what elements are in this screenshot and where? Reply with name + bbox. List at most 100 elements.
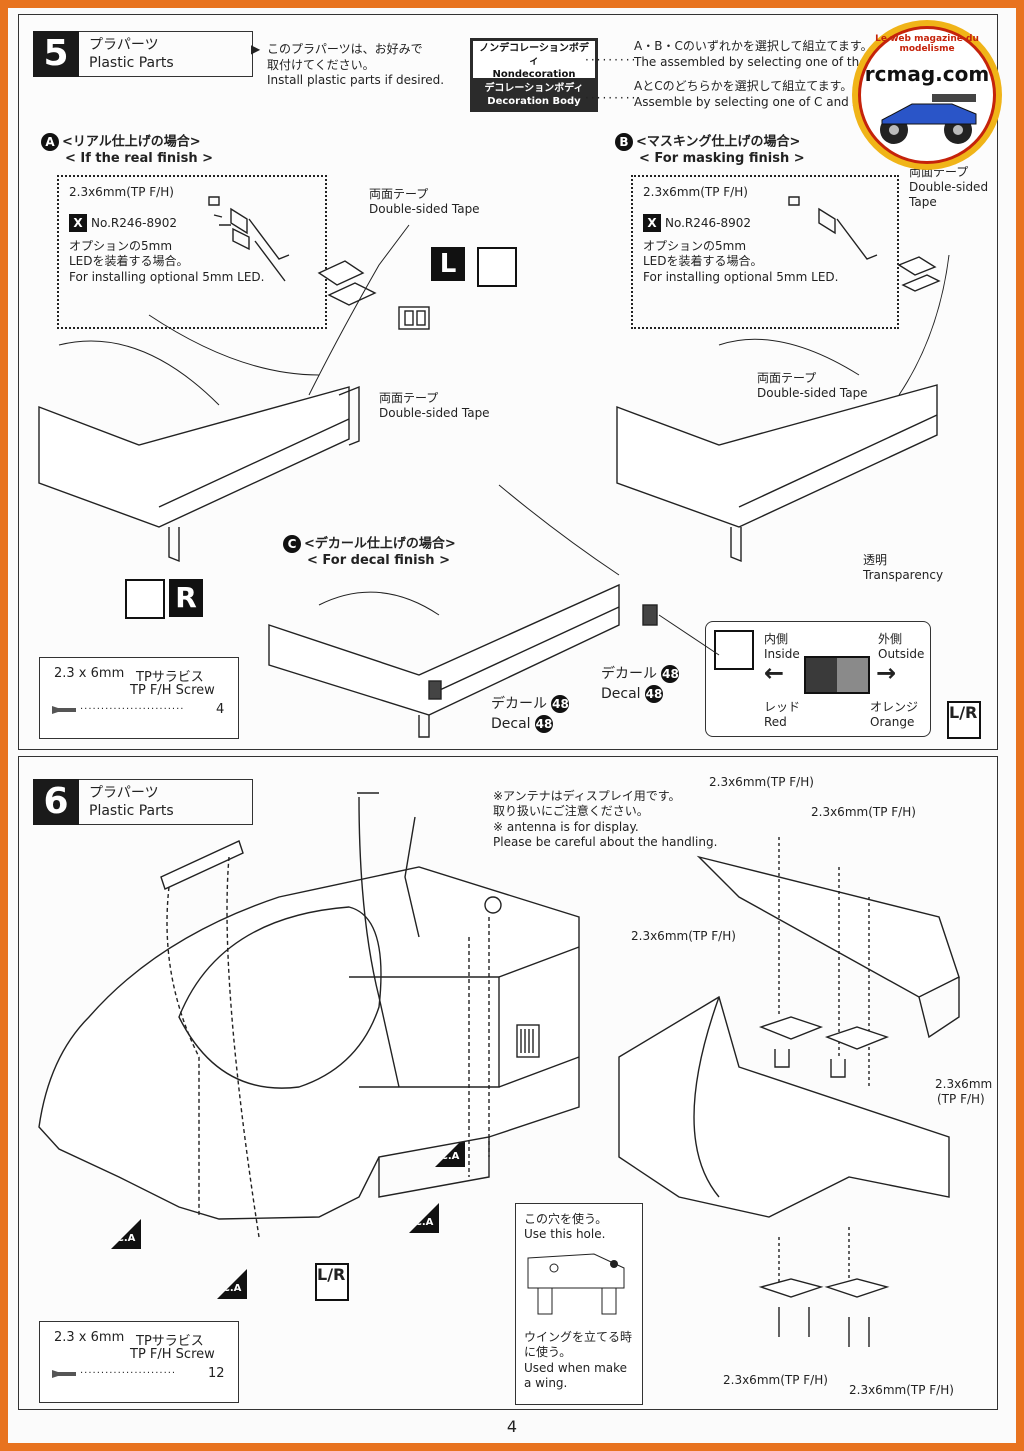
hole-jp: この穴を使う。 <box>524 1212 608 1226</box>
note-arrow-icon: ▶ <box>251 42 261 56</box>
side-r-icon: R <box>169 579 203 617</box>
option-a-led-jp-1: オプションの5mm <box>69 239 173 253</box>
dotted-leader-2: ········· <box>585 91 638 105</box>
option-b-title: B<マスキング仕上げの場合> <box>615 133 800 151</box>
nondeco-tag-jp: ノンデコレーションボディ <box>479 43 589 67</box>
decal-color-legend: 内側 Inside 外側 Outside ← → レッド Red オレンジ Or… <box>705 621 931 737</box>
wing-en-2: a wing. <box>524 1376 568 1390</box>
hole-detail-drawing <box>527 1253 625 1315</box>
arrows-in-icon <box>477 247 517 287</box>
option-a-led-en: For installing optional 5mm LED. <box>69 270 265 284</box>
note-jp-1: このプラパーツは、お好みで <box>267 42 423 56</box>
step-title-jp: プラパーツ <box>89 785 159 801</box>
arrows-in-icon-2 <box>125 579 165 619</box>
screw-name-jp: TPサラビス <box>136 1334 204 1349</box>
deco-tag-jp: デコレーションボディ <box>484 83 584 94</box>
option-b-part: X No.R246-8902 <box>643 214 751 232</box>
side-l-icon: L <box>431 247 465 281</box>
wing-jp-2: に使う。 <box>524 1345 572 1359</box>
option-b-tape-en-1: Double-sided <box>909 180 989 194</box>
decal2-en: Decal <box>491 716 531 732</box>
option-a-tape-en: Double-sided Tape <box>369 202 480 216</box>
option-c-letter: C <box>283 535 301 553</box>
screw-qty: 4 <box>216 702 225 717</box>
step-5-panel: 5 プラパーツ Plastic Parts ▶ このプラパーツは、お好みで 取付… <box>18 14 998 750</box>
option-c-decal-en-2: Decal 48 <box>491 715 556 733</box>
decal-number-badge: 48 <box>551 695 570 713</box>
dotted-leader: ········· <box>585 53 638 67</box>
page-number: 4 <box>506 1417 518 1436</box>
deco-tag: デコレーションボディ Decoration Body <box>470 78 598 112</box>
screw-count-box: 2.3 x 6mm TPサラビス TP F/H Screw ··········… <box>39 657 239 739</box>
option-b-tape2-en: Double-sided Tape <box>757 386 868 400</box>
legend-red-jp: レッド <box>764 700 801 714</box>
deco-tag-en: Decoration Body <box>487 96 581 107</box>
option-b-transp-en: Transparency <box>863 568 944 582</box>
screw-size: 2.3 x 6mm <box>54 666 125 681</box>
logo-tagline: Le web magazine du modelisme <box>875 34 979 54</box>
antenna-note-en-2: Please be careful about the handling. <box>493 835 718 849</box>
option-b-title-en: < For masking finish > <box>639 151 805 166</box>
antenna-note-jp-1: ※アンテナはディスプレイ用です。 <box>493 789 681 803</box>
wing-hole-callout: この穴を使う。 Use this hole. ウイングを立てる時 に使う。 Us… <box>515 1203 643 1405</box>
option-b-led-jp-1: オプションの5mm <box>643 239 747 253</box>
antenna-note-en-1: ※ antenna is for display. <box>493 820 639 834</box>
option-b-tape2-jp: 両面テープ <box>757 371 817 385</box>
option-a-letter: A <box>41 133 59 151</box>
screw-qty: 12 <box>208 1366 225 1381</box>
x-part-icon: X <box>69 214 87 232</box>
screw-label-4: 2.3x6mm <box>935 1077 993 1091</box>
screw-dots: ······················· <box>80 1368 177 1379</box>
screw-label-6: 2.3x6mm(TP F/H) <box>723 1373 828 1387</box>
x-part-icon: X <box>643 214 661 232</box>
screw-size: 2.3 x 6mm <box>54 1330 125 1345</box>
option-a-title-jp: <リアル仕上げの場合> <box>62 134 201 150</box>
option-b-title-jp: <マスキング仕上げの場合> <box>636 134 801 150</box>
option-b-led-jp-2: LEDを装着する場合。 <box>643 254 763 268</box>
decal-en: Decal <box>601 686 641 702</box>
option-a-tape-jp: 両面テープ <box>369 187 429 201</box>
legend-orange-jp: オレンジ <box>870 700 919 714</box>
step-title-jp: プラパーツ <box>89 37 159 53</box>
nondeco-desc-en: The assembled by selecting one of the A <box>634 55 879 69</box>
option-b-tape-en-2: Tape <box>909 195 937 209</box>
option-c-decal-1: デカール 48 <box>601 665 682 683</box>
legend-red-en: Red <box>764 715 787 729</box>
decal-number-badge: 48 <box>661 665 680 683</box>
screw-name-en: TP F/H Screw <box>130 683 215 698</box>
legend-inside-jp: 内側 <box>764 632 789 646</box>
option-c-decal-en-1: Decal 48 <box>601 685 666 703</box>
screw-label-7: 2.3x6mm(TP F/H) <box>849 1383 954 1397</box>
wing-en-1: Used when make <box>524 1361 628 1375</box>
deco-desc-en: Assemble by selecting one of C and A <box>634 95 861 109</box>
step-title-en: Plastic Parts <box>89 803 174 819</box>
note-en: Install plastic parts if desired. <box>267 73 445 87</box>
antenna-note-jp-2: 取り扱いにご注意ください。 <box>493 804 649 818</box>
nondeco-desc-jp: A・B・Cのいずれかを選択して組立てます。 <box>634 39 873 53</box>
screw-icon <box>52 704 76 714</box>
option-a-led-box <box>57 175 327 329</box>
screw-dots: ························· <box>80 704 185 715</box>
option-b-part-no: No.R246-8902 <box>665 216 752 230</box>
rcmag-logo: Le web magazine du modelisme rcmag.com <box>852 20 1002 170</box>
option-c-title-en: < For decal finish > <box>307 553 450 568</box>
option-a-led-jp-2: LEDを装着する場合。 <box>69 254 189 268</box>
decal2-jp: デカール <box>491 696 547 712</box>
logo-brand: rcmag.com <box>864 62 990 86</box>
option-b-led-box <box>631 175 899 329</box>
screw-name-en: TP F/H Screw <box>130 1347 215 1362</box>
decal-number-badge: 48 <box>645 685 664 703</box>
lr-icon: L/R <box>947 701 981 739</box>
option-a-tape2-jp: 両面テープ <box>379 391 439 405</box>
wing-jp-1: ウイングを立てる時 <box>524 1330 633 1344</box>
decal-number-badge: 48 <box>535 715 554 733</box>
step5-diagram <box>38 196 950 738</box>
decal-jp: デカール <box>601 666 657 682</box>
option-b-screw-label: 2.3x6mm(TP F/H) <box>643 185 748 199</box>
option-b-led-en: For installing optional 5mm LED. <box>643 270 839 284</box>
step-number: 5 <box>33 31 79 77</box>
buggy-icon <box>880 94 977 144</box>
step-6-panel: 6 プラパーツ Plastic Parts ※アンテナはディスプレイ用です。 取… <box>18 756 998 1410</box>
legend-outside-jp: 外側 <box>878 632 903 646</box>
option-b-letter: B <box>615 133 633 151</box>
